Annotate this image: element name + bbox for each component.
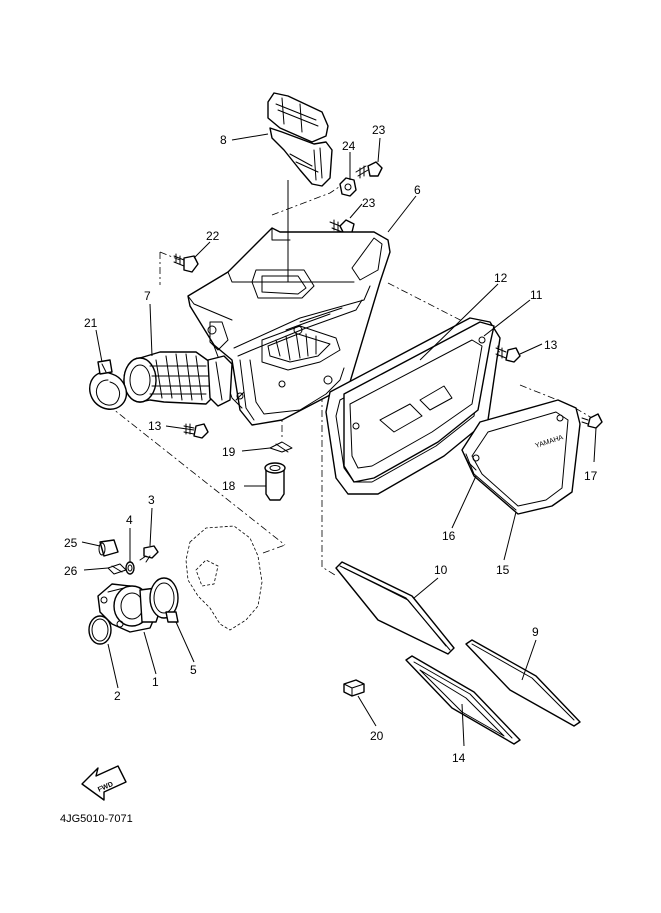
callout-13-right: 13 [544,338,558,352]
nut-part-24 [339,177,357,197]
callout-5: 5 [190,663,197,677]
callout-18: 18 [222,479,236,493]
block-part-20 [343,679,365,697]
filter-guide-part-14 [405,655,521,745]
o-ring-part-2 [88,615,112,645]
callout-1: 1 [152,675,159,689]
diagram-code: 4JG5010-7071 [60,813,133,825]
drain-tube-part-18 [264,462,286,501]
callout-4: 4 [126,513,133,527]
callout-17: 17 [584,469,598,483]
callout-6: 6 [414,183,421,197]
callout-20: 20 [370,729,384,743]
callout-15: 15 [496,563,510,577]
callout-16: 16 [442,529,456,543]
clip-part-19 [269,441,293,453]
callout-13-left: 13 [148,419,162,433]
clamp-part-21 [88,359,128,410]
leader-lines [81,133,597,747]
callout-21: 21 [84,316,98,330]
grommet-part-16 [461,414,564,471]
side-cover-part-15 [461,399,581,515]
callout-23-lower: 23 [362,196,376,210]
screw-part-17 [581,413,603,429]
callout-2: 2 [114,689,121,703]
intake-joint-part-7 [123,351,233,407]
callout-11: 11 [530,288,543,302]
bolt-part-13-right [495,345,521,363]
bolt-part-22 [173,253,199,273]
callout-14: 14 [452,751,466,765]
filter-frame-part-11 [343,321,495,483]
filter-element-part-10 [335,561,455,655]
callout-19: 19 [222,445,236,459]
callout-8: 8 [220,133,227,147]
sleeve-part-25 [98,539,119,557]
clamp-part-5 [149,577,179,623]
callout-23-upper: 23 [372,123,386,137]
callout-12: 12 [494,271,508,285]
intake-boot-part-8 [267,92,333,187]
callout-labels: 8 24 23 23 6 22 7 21 13 19 18 12 11 13 1… [64,123,598,765]
clip-part-26 [107,563,127,575]
callout-10: 10 [434,563,448,577]
callout-24: 24 [342,139,356,153]
callout-25: 25 [64,536,78,550]
fwd-arrow-icon: FWD [81,765,127,801]
engine-outline [185,525,263,631]
screw-part-3 [139,545,159,563]
filter-element-part-9 [465,639,581,727]
callout-3: 3 [148,493,155,507]
callout-7: 7 [144,289,151,303]
callout-26: 26 [64,564,78,578]
bolt-part-13-left [183,423,209,439]
callout-9: 9 [532,625,539,639]
callout-22: 22 [206,229,220,243]
bolt-part-23-upper [355,161,383,179]
washer-part-4 [125,561,135,575]
